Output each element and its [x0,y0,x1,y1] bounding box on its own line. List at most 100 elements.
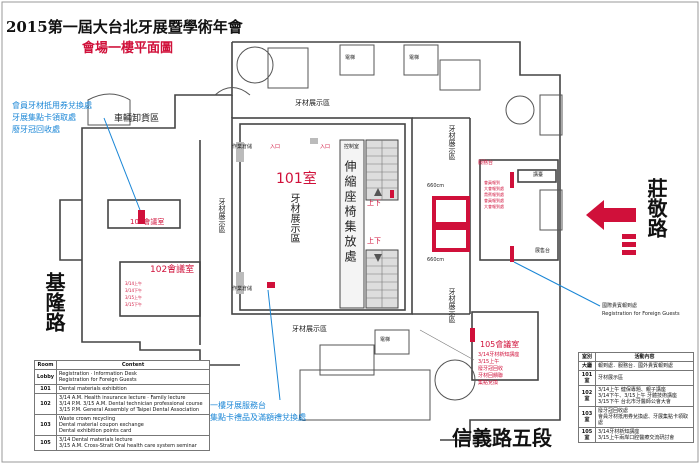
table-line: 3/14下午、3/15上午 牙體技術講座 [598,393,678,399]
note-line: 牙材回饋聯 [478,373,504,379]
stage-label: 講臺 [533,172,544,178]
left-top-callout: 會員牙材抵用券兌換處 牙展集點卡領取處 廢牙冠回收處 [12,100,92,136]
table-line: 3/15下午 台北市牙醫師公會大會 [598,399,671,405]
exhibit-right-top-label: 牙材展示區 [448,125,456,160]
table-line: 3/14 P.M. 3/15 A.M. Dental technician pr… [59,401,203,407]
table-line: 報到處．服務台．國外貴賓報到處 [598,363,674,369]
table-line: 3/15 P.M. General Assembly of Taipei Den… [59,407,200,413]
note-line: 大會報到處 [484,204,504,209]
exhibit-bottom-label: 牙材展示區 [292,325,327,333]
callout-line: 牙展集點卡領取處 [12,113,76,122]
callout-lines [103,117,601,401]
table-header: Content [56,360,210,370]
control-room-label: 控制室 [344,144,360,150]
table-line: 3/14上午 健保專題、親子講座 [598,387,666,393]
table-content: Dental materials exhibition [56,384,210,394]
table-room: 103室 [578,406,596,428]
note-line: 3/15上午 [125,295,142,300]
table-row: 101室 牙材展示區 [578,370,694,386]
callout-line: 國際貴賓報到處 [602,303,638,309]
table-line: 廢牙冠回收處 [598,408,629,414]
note-line: 3/15下午 [125,302,142,307]
street-bottom: 信義路五段 [452,426,552,450]
table-room: Lobby [33,369,58,385]
stairs-upper-label: 上下 [367,199,381,207]
ticket-label: 展售台 [535,248,551,254]
stairs [339,139,399,309]
room-105-notes: 3/14牙材新知講座 3/15上午 廢牙冠回收 牙材回饋聯 集點兌換 [478,352,519,387]
table-line: Registration for Foreign Guests [59,377,137,383]
table-line: 3/15 A.M. Cross-Strait Oral health care … [59,443,197,449]
table-line: Registration · Information Desk [59,371,137,377]
note-line: 會員報到 [484,180,500,185]
note-line: 貴賓報到處 [484,192,504,197]
note-line: 會員報到處 [484,198,504,203]
room-101-label: 101室 [276,171,317,187]
table-content: 牙材展示區 [595,370,694,386]
legend-table-chinese: 室別 活動內容 大廳 報到處．服務台．國外貴賓報到處 101室 牙材展示區 10… [578,352,694,443]
table-header: 室別 [578,352,596,362]
table-room: 105室 [578,427,596,443]
table-line: Dental material coupon exchange [59,422,144,428]
note-line: 3/14下午 [125,288,142,293]
table-line: 牙材展示區 [598,375,624,381]
table-row: 大廳 報到處．服務台．國外貴賓報到處 [578,361,694,371]
table-room: 101室 [578,370,596,386]
street-left: 基隆路 [42,272,66,332]
table-line: 3/14 Dental materials lecture [59,437,133,443]
room-103-label: 103會議室 [130,218,165,226]
note-line: 3/14上午 [125,281,142,286]
table-row: 103室 廢牙冠回收處會員牙材抵用券兌換處、牙展集點卡領取處 [578,406,694,428]
table-room: 105 [33,435,58,451]
note-line: 3/15上午 [478,359,500,365]
table-room: 102 [33,393,58,415]
table-room: 102室 [578,385,596,407]
table-header: Room [33,360,58,370]
stairs-lower-label: 上下 [367,237,381,245]
lobby-service-label: 服務台 [478,160,494,166]
table-line: Dental exhibition points card [59,428,132,434]
table-room: 大廳 [578,361,596,371]
note-line: 廢牙冠回收 [478,366,504,372]
foreign-guest-callout: 國際貴賓報到處 Registration for Foreign Guests [602,302,680,318]
room-102-label: 102會議室 [150,265,195,275]
red-markers [138,172,636,342]
table-line: Dental materials exhibition [59,386,127,392]
lobby-right-notes: 會員報到 大會報到處 貴賓報到處 會員報到處 大會報到處 [484,180,504,210]
table-content: 3/14 A.M. Health insurance lecture · Fam… [56,393,210,415]
note-line: 3/14牙材新知講座 [478,352,520,358]
upper-rooms [87,44,563,421]
page-title: 2015第一屆大台北牙展暨學術年會 [6,18,243,36]
building-walls [59,41,561,441]
dimension-label-2: 660cm [427,257,445,263]
note-line: 大會報到處 [484,186,504,191]
table-room: 103 [33,414,58,436]
room-105-label: 105會議室 [480,340,520,349]
page-subtitle: 會場一樓平面圖 [82,41,174,56]
entrance-label-2: 入口 [320,144,331,150]
dimension-label-1: 660cm [427,183,445,189]
elevator-label-3: 電梯 [380,337,391,343]
legend-table-english: Room Content Lobby Registration · Inform… [33,360,210,451]
table-row: 102 3/14 A.M. Health insurance lecture ·… [33,393,210,415]
callout-line: Registration for Foreign Guests [602,311,680,317]
table-line: 3/14 A.M. Health insurance lecture · Fam… [59,395,186,401]
table-line: 3/14牙材新知講座 [598,429,640,435]
callout-line: 集點卡禮品及滿額禮兌換處 [210,413,306,422]
elevator-label-2: 電梯 [409,55,420,61]
table-line: 會員牙材抵用券兌換處、牙展集點卡領取處 [598,414,689,426]
callout-line: 一樓牙展服務台 [210,401,266,410]
elevator-label-1: 電梯 [345,55,356,61]
stackchair-label: 伸縮座椅集放處 [343,160,357,265]
table-content: 廢牙冠回收處會員牙材抵用券兌換處、牙展集點卡領取處 [595,406,694,428]
